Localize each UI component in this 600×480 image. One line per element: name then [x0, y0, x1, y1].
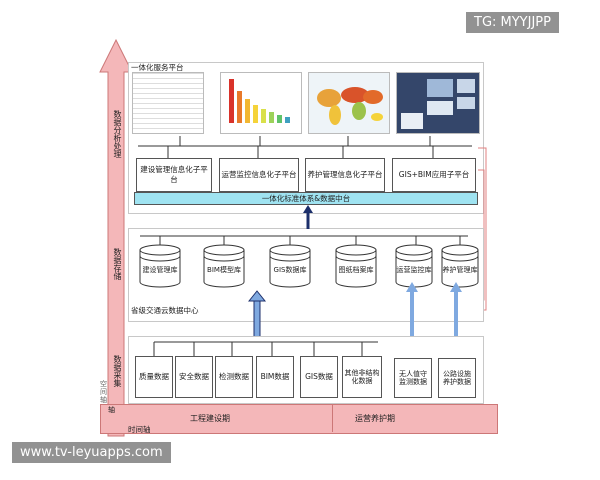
db-drawings: 图纸档案库: [334, 244, 378, 288]
time-axis-label: 时间轴: [128, 425, 151, 434]
watermark-top: TG: MYYJJPP: [466, 12, 559, 33]
db-gis: GIS数据库: [268, 244, 312, 288]
subplatform-operation: 运营监控信息化子平台: [219, 158, 299, 192]
storage-connector-lines: [140, 235, 468, 246]
world-map-screenshot: [308, 72, 390, 134]
collect-bim: BIM数据: [256, 356, 294, 398]
vertical-axis-label: 空间轴: [100, 380, 107, 404]
watermark-bottom: www.tv-leyuapps.com: [12, 442, 171, 463]
platform-connector-lines: [138, 136, 472, 158]
service-platform-title: 一体化服务平台: [131, 63, 184, 72]
collect-quality: 质量数据: [135, 356, 173, 398]
monitor-screenshot: [396, 72, 480, 134]
collect-inspection: 检测数据: [215, 356, 253, 398]
collect-unattended-monitoring: 无人值守监测数据: [394, 358, 432, 398]
phase-operation: 运营养护期: [355, 414, 395, 423]
operation-arrows: [406, 282, 462, 360]
db-construction: 建设管理库: [138, 244, 182, 288]
db-maintenance: 养护管理库: [440, 244, 480, 288]
tier-label-collection: 数据采集: [113, 355, 122, 387]
tier-label-storage: 数据存储: [113, 248, 122, 280]
storage-panel-title: 省级交通云数据中心: [131, 306, 199, 315]
collect-unstructured: 其他非结构化数据: [342, 356, 382, 398]
collect-safety: 安全数据: [175, 356, 213, 398]
collect-gis: GIS数据: [300, 356, 338, 398]
tier-label-analysis: 数据分析处理: [113, 110, 122, 158]
time-axis-bar: [100, 404, 498, 434]
collect-facility-maintenance: 公路设施养护数据: [438, 358, 476, 398]
subplatform-gis-bim: GIS+BIM应用子平台: [392, 158, 476, 192]
db-operation: 运营监控库: [394, 244, 434, 288]
phase-divider: [332, 404, 333, 432]
axis-corner-label: 轴: [108, 406, 115, 414]
blue-arrows: [248, 205, 313, 346]
collection-connector-lines: [153, 341, 378, 356]
db-bim: BIM模型库: [202, 244, 246, 288]
bar-chart-screenshot: [220, 72, 302, 134]
middleware-bar: 一体化标准体系&数据中台: [134, 192, 478, 205]
subplatform-maintenance: 养护管理信息化子平台: [305, 158, 385, 192]
document-screenshot: [132, 72, 204, 134]
phase-construction: 工程建设期: [190, 414, 230, 423]
subplatform-construction: 建设管理信息化子平台: [136, 158, 212, 192]
